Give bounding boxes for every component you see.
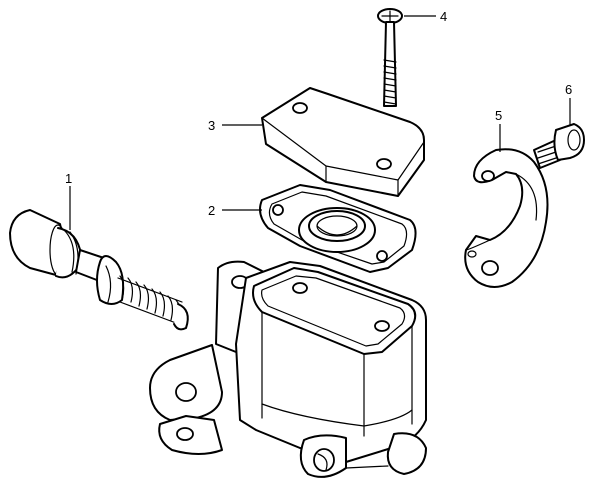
callout-4: 4 bbox=[440, 9, 447, 24]
master-cylinder-body bbox=[149, 260, 427, 478]
diaphragm-gasket bbox=[259, 184, 417, 273]
callout-2: 2 bbox=[208, 203, 215, 218]
cover-screw bbox=[377, 8, 403, 107]
callout-1: 1 bbox=[65, 171, 72, 186]
handlebar-clamp bbox=[464, 148, 549, 288]
clamp-bolt bbox=[533, 123, 585, 169]
leader-lines bbox=[69, 15, 571, 230]
piston-spring-assembly bbox=[9, 209, 189, 331]
callout-6: 6 bbox=[565, 82, 572, 97]
callout-3: 3 bbox=[208, 118, 215, 133]
callout-5: 5 bbox=[495, 108, 502, 123]
reservoir-cover bbox=[261, 87, 425, 197]
callout-labels: 1 2 3 4 5 6 bbox=[65, 9, 572, 218]
